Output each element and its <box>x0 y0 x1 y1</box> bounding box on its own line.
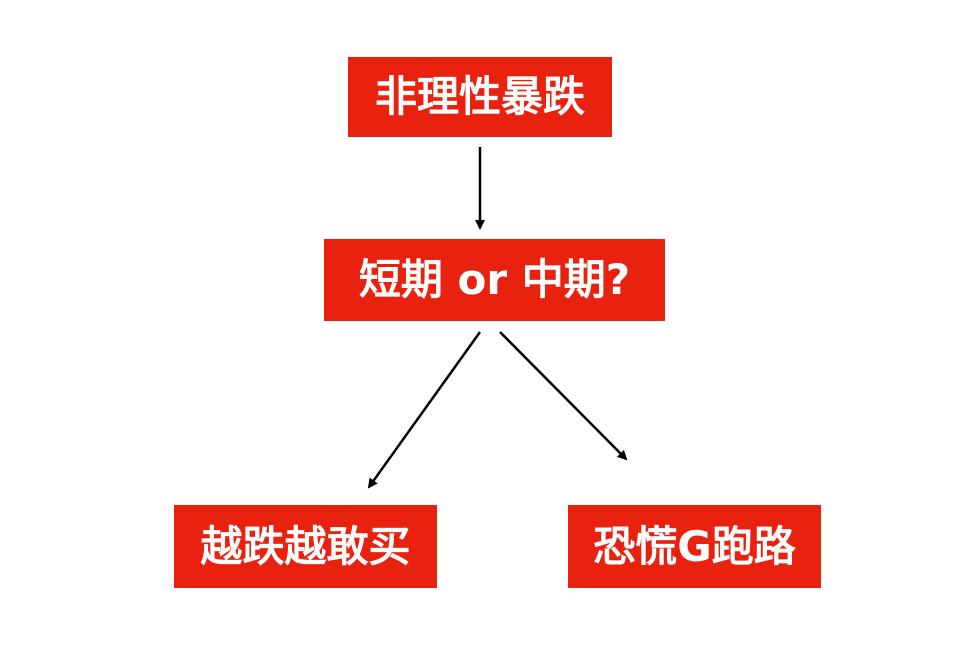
arrow-middle-to-right <box>499 331 628 461</box>
node-irrational-crash: 非理性暴跌 <box>348 57 612 137</box>
node-short-or-mid-term-label: 短期 or 中期? <box>358 255 631 304</box>
node-panic-exit: 恐慌G跑路 <box>568 505 821 588</box>
arrow-middle-to-left <box>367 331 482 489</box>
node-buy-the-dip-label: 越跌越敢买 <box>200 521 411 571</box>
node-buy-the-dip: 越跌越敢买 <box>174 505 437 588</box>
node-panic-exit-label: 恐慌G跑路 <box>593 521 796 571</box>
node-irrational-crash-label: 非理性暴跌 <box>374 72 585 121</box>
node-short-or-mid-term: 短期 or 中期? <box>324 239 665 321</box>
